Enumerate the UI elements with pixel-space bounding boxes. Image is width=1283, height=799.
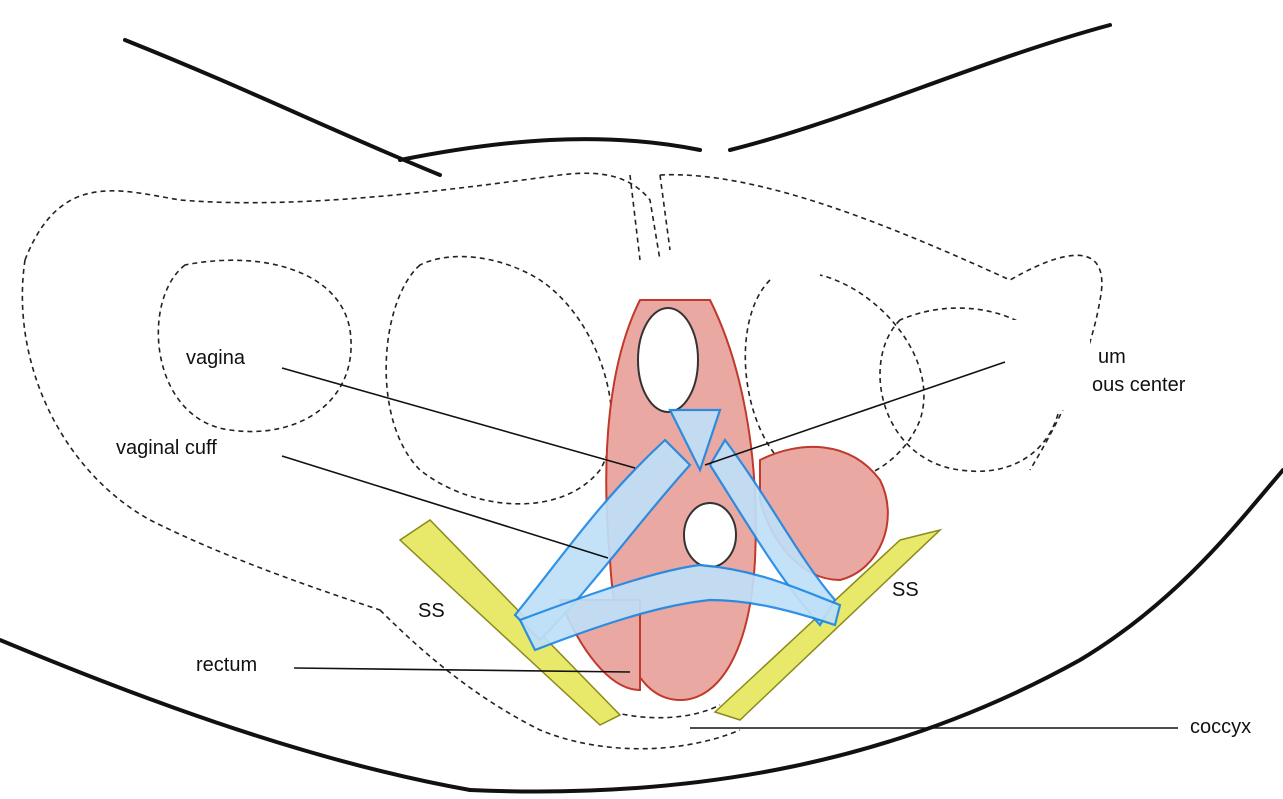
- label-vaginal-cuff: vaginal cuff: [116, 437, 217, 459]
- label-mask: [1010, 320, 1090, 410]
- label-tendinous-center-partial: ous center: [1092, 374, 1186, 396]
- label-ss-right: SS: [892, 579, 919, 601]
- label-ss-left: SS: [418, 600, 445, 622]
- label-vagina: vagina: [186, 347, 246, 369]
- label-coccyx: coccyx: [1190, 716, 1251, 738]
- label-rectum: rectum: [196, 654, 257, 676]
- label-perineum-partial: um: [1098, 346, 1126, 368]
